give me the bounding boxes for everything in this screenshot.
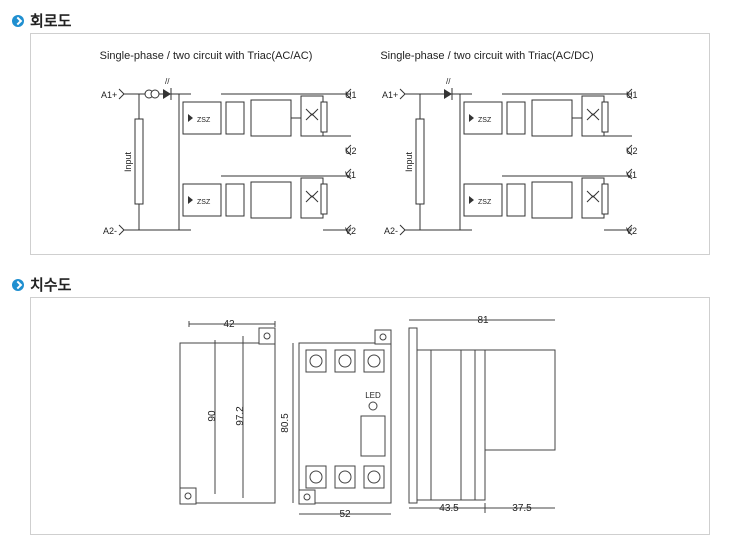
circuit-title: Single-phase / two circuit with Triac(AC… [100,50,313,62]
terminal-u2: U2 [345,146,357,156]
screw-terminals-bottom [305,465,385,489]
dim-height-inner: 90 [207,410,218,422]
led-label: LED [365,391,381,400]
terminal-v2: V2 [626,226,637,236]
terminal-u1: U1 [626,90,638,100]
circuit-diagram-panel: Single-phase / two circuit with Triac(AC… [30,33,710,255]
zsz-label: ZSZ [197,117,211,124]
led-icon [368,401,378,411]
dimension-drawing-panel: 42 90 97.2 LED [30,297,710,535]
circuit-title: Single-phase / two circuit with Triac(AC… [380,50,593,62]
terminal-u1: U1 [345,90,357,100]
svg-text://: // [165,77,170,86]
svg-text://: // [446,77,451,86]
terminal-v1: V1 [626,170,637,180]
terminal-a2: A2- [384,226,398,236]
terminal-u2: U2 [626,146,638,156]
svg-text:ZSZ: ZSZ [197,199,211,206]
dim-front-height: 80.5 [280,413,291,433]
terminal-a1: A1+ [101,90,117,100]
section-title: 치수도 [30,276,72,294]
terminal-v2: V2 [345,226,356,236]
zsz-label: ZSZ [478,117,492,124]
screw-terminals-top [305,349,385,373]
circuit-diagram: Single-phase / two circuit with Triac(AC… [100,50,638,236]
side-view: 81 43.5 37.5 [408,315,556,514]
dim-height-outer: 97.2 [235,406,246,426]
dim-side-right: 37.5 [512,503,532,514]
input-label: Input [404,151,414,172]
section-header-circuit: 회로도 [12,10,71,31]
dimension-drawing: 42 90 97.2 LED [179,315,556,520]
rear-view: 42 90 97.2 [179,319,276,505]
front-view: LED 80.5 52 [280,329,392,520]
terminal-a1: A1+ [382,90,398,100]
circuit-right: Single-phase / two circuit with Triac(AC… [380,50,637,236]
input-label: Input [123,151,133,172]
section-title: 회로도 [30,12,72,30]
section-header-dimensions: 치수도 [12,274,71,295]
chevron-right-icon [12,278,24,291]
dim-side-width: 81 [477,315,489,326]
chevron-right-icon [12,14,24,27]
dim-width-top: 42 [223,319,235,330]
circuit-left: Single-phase / two circuit with Triac(AC… [100,50,357,236]
dim-side-left: 43.5 [439,503,459,514]
dim-front-width: 52 [339,509,351,520]
terminal-a2: A2- [103,226,117,236]
terminal-v1: V1 [345,170,356,180]
svg-text:ZSZ: ZSZ [478,199,492,206]
